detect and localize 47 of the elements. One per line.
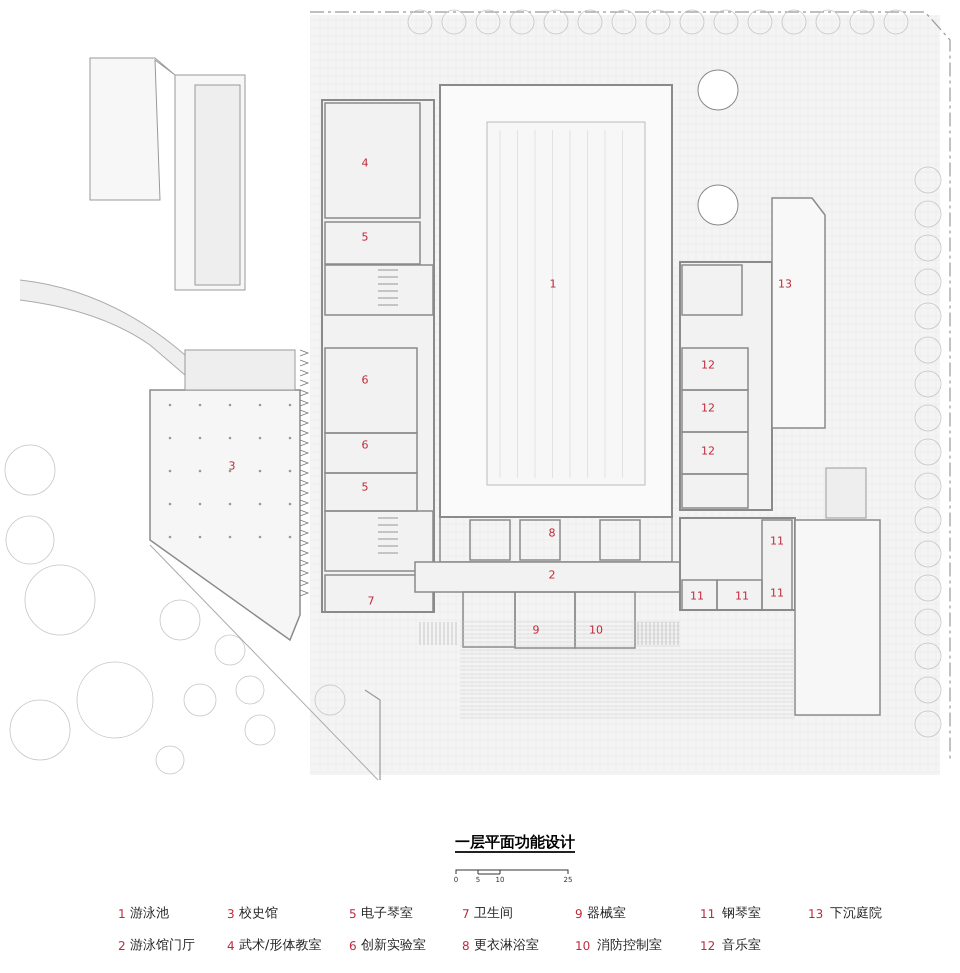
title: 一层平面功能设计: [455, 833, 575, 853]
room-number: 12: [701, 446, 715, 456]
key-number: 7: [462, 908, 470, 920]
key-number: 9: [575, 908, 583, 920]
key-number: 4: [227, 940, 235, 952]
key-number: 12: [700, 940, 716, 952]
room-number: 6: [362, 374, 368, 386]
room-number: 5: [362, 232, 368, 242]
room-number: 1: [550, 278, 556, 290]
key-text: 武术/形体教室: [239, 939, 322, 952]
key-number: 8: [462, 940, 470, 952]
room-number: 11: [770, 588, 784, 598]
room-number: 5: [362, 482, 368, 492]
room-number: 11: [735, 590, 749, 602]
room-number: 8: [548, 528, 556, 538]
room-number: 9: [532, 624, 540, 636]
room-number: 13: [778, 278, 792, 290]
key-text: 器械室: [587, 907, 626, 920]
key-text: 游泳池: [130, 907, 169, 920]
key-number: 2: [118, 940, 126, 952]
key-number: 5: [349, 908, 357, 920]
key-number: 3: [227, 908, 235, 920]
room-number: 12: [701, 360, 715, 370]
key-number: 6: [349, 940, 357, 952]
key-number: 13: [808, 908, 824, 920]
key-text: 更衣淋浴室: [474, 939, 539, 952]
key-text: 卫生间: [474, 907, 513, 920]
key-number: 10: [575, 940, 590, 952]
room-number: 11: [690, 590, 704, 602]
room-number: 4: [362, 158, 368, 168]
room-number: 12: [701, 402, 715, 414]
room-number: 2: [548, 570, 556, 580]
key-text: 下沉庭院: [830, 907, 882, 920]
key-number: 1: [118, 908, 126, 920]
key-text: 创新实验室: [361, 939, 426, 952]
key-text: 消防控制室: [597, 939, 662, 952]
room-number: 7: [368, 596, 374, 606]
room-number: 10: [589, 624, 603, 636]
room-number: 3: [228, 460, 236, 472]
key-text: 校史馆: [239, 907, 278, 920]
key-text: 电子琴室: [361, 907, 413, 920]
key-text: 游泳馆门厅: [130, 939, 195, 952]
room-number: 6: [362, 440, 368, 450]
key-number: 11: [700, 908, 716, 920]
key-text: 音乐室: [722, 939, 761, 952]
room-number: 11: [770, 536, 784, 546]
key-text: 钢琴室: [722, 907, 761, 920]
